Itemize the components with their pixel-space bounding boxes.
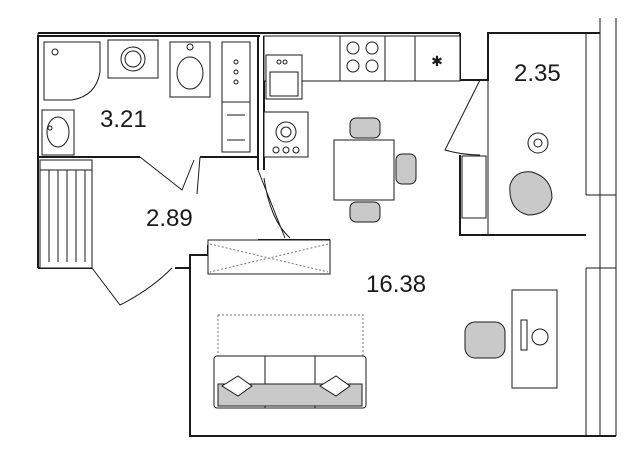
storage-cabinet (221, 41, 251, 153)
lounge-chair (509, 171, 553, 216)
dining-chair (349, 117, 381, 139)
dining-set (333, 117, 417, 223)
desk-chair (464, 321, 506, 359)
tv-unit (207, 239, 331, 275)
balcony-bench (461, 155, 487, 219)
dining-chair (349, 201, 381, 223)
bathroom-area-label: 3.21 (100, 106, 147, 133)
dining-table (333, 139, 395, 201)
balcony-furniture (461, 132, 553, 219)
living-room-area-label: 16.38 (366, 271, 426, 298)
doors (91, 79, 481, 306)
area-labels: 3.21 2.89 16.38 2.35 (100, 60, 561, 298)
hallway-area-label: 2.89 (146, 205, 193, 232)
stove (339, 35, 386, 82)
shower-tray (43, 41, 101, 101)
cushion (221, 375, 253, 397)
bathroom-fixtures (41, 39, 251, 156)
svg-text:✱: ✱ (431, 54, 443, 70)
refrigerator (414, 35, 461, 82)
hallway-wardrobe (39, 159, 93, 269)
cushion (319, 375, 351, 397)
living-furniture (207, 239, 558, 409)
dining-chair (395, 153, 417, 185)
balcony-area-label: 2.35 (514, 60, 561, 87)
kitchen-fixtures: ✱ (263, 35, 461, 158)
